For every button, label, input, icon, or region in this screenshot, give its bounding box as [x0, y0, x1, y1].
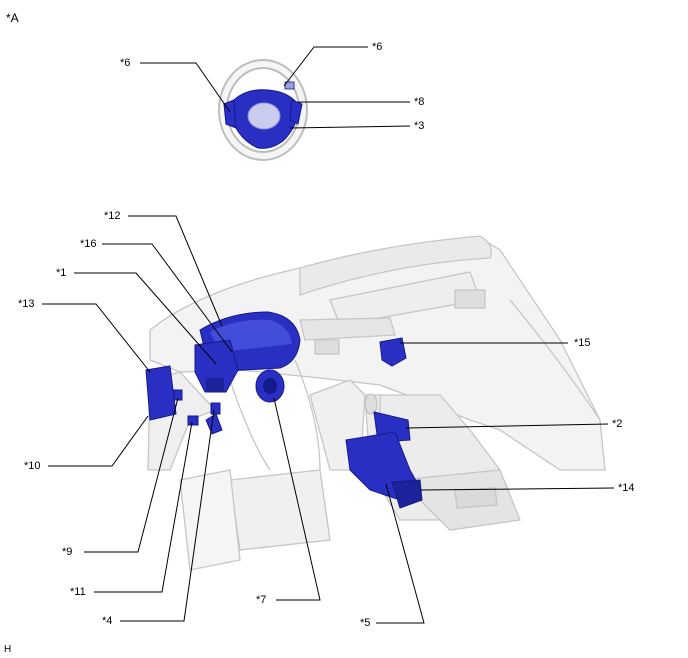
leader-line-3	[289, 125, 411, 129]
callout-6-left: *6	[120, 57, 131, 69]
callout-3: *3	[414, 120, 425, 132]
main-body-ecu	[145, 365, 177, 421]
callout-16: *16	[80, 238, 97, 250]
right-module-15	[379, 337, 407, 367]
callout-11: *11	[70, 586, 86, 598]
callout-7: *7	[256, 594, 267, 606]
leader-line-1	[74, 272, 217, 365]
leader-line-11	[94, 421, 193, 593]
leader-line-14	[419, 487, 615, 491]
callout-13: *13	[18, 298, 35, 310]
small-part-9	[173, 389, 183, 401]
callout-1: *1	[56, 267, 67, 279]
view-label: *A	[6, 11, 19, 25]
callout-9: *9	[62, 546, 73, 558]
leader-line-16	[102, 243, 233, 353]
leader-line-12	[128, 215, 223, 327]
shift-lever-assembly	[345, 393, 423, 509]
small-part-11	[187, 415, 199, 426]
leader-line-6-right	[283, 46, 368, 87]
spiral-cable	[255, 369, 285, 403]
leader-lines	[42, 46, 615, 624]
callout-5: *5	[360, 617, 371, 629]
leader-line-13	[42, 303, 151, 373]
callout-8: *8	[414, 96, 425, 108]
leader-line-6-left	[140, 62, 231, 113]
leader-line-2	[405, 423, 609, 429]
callout-12: *12	[104, 210, 121, 222]
steering-wheel-hub	[223, 81, 303, 149]
leader-line-5	[376, 483, 425, 624]
leader-line-4	[120, 409, 215, 622]
callout-4: *4	[102, 615, 113, 627]
callout-6-right: *6	[372, 41, 383, 53]
leader-line-9	[84, 397, 179, 553]
callout-14: *14	[618, 482, 635, 494]
leader-line-10	[48, 415, 149, 467]
footer-code: H	[4, 644, 12, 655]
callout-15: *15	[574, 337, 591, 349]
callout-2: *2	[612, 418, 623, 430]
callout-10: *10	[24, 460, 41, 472]
leader-line-7	[273, 397, 321, 601]
